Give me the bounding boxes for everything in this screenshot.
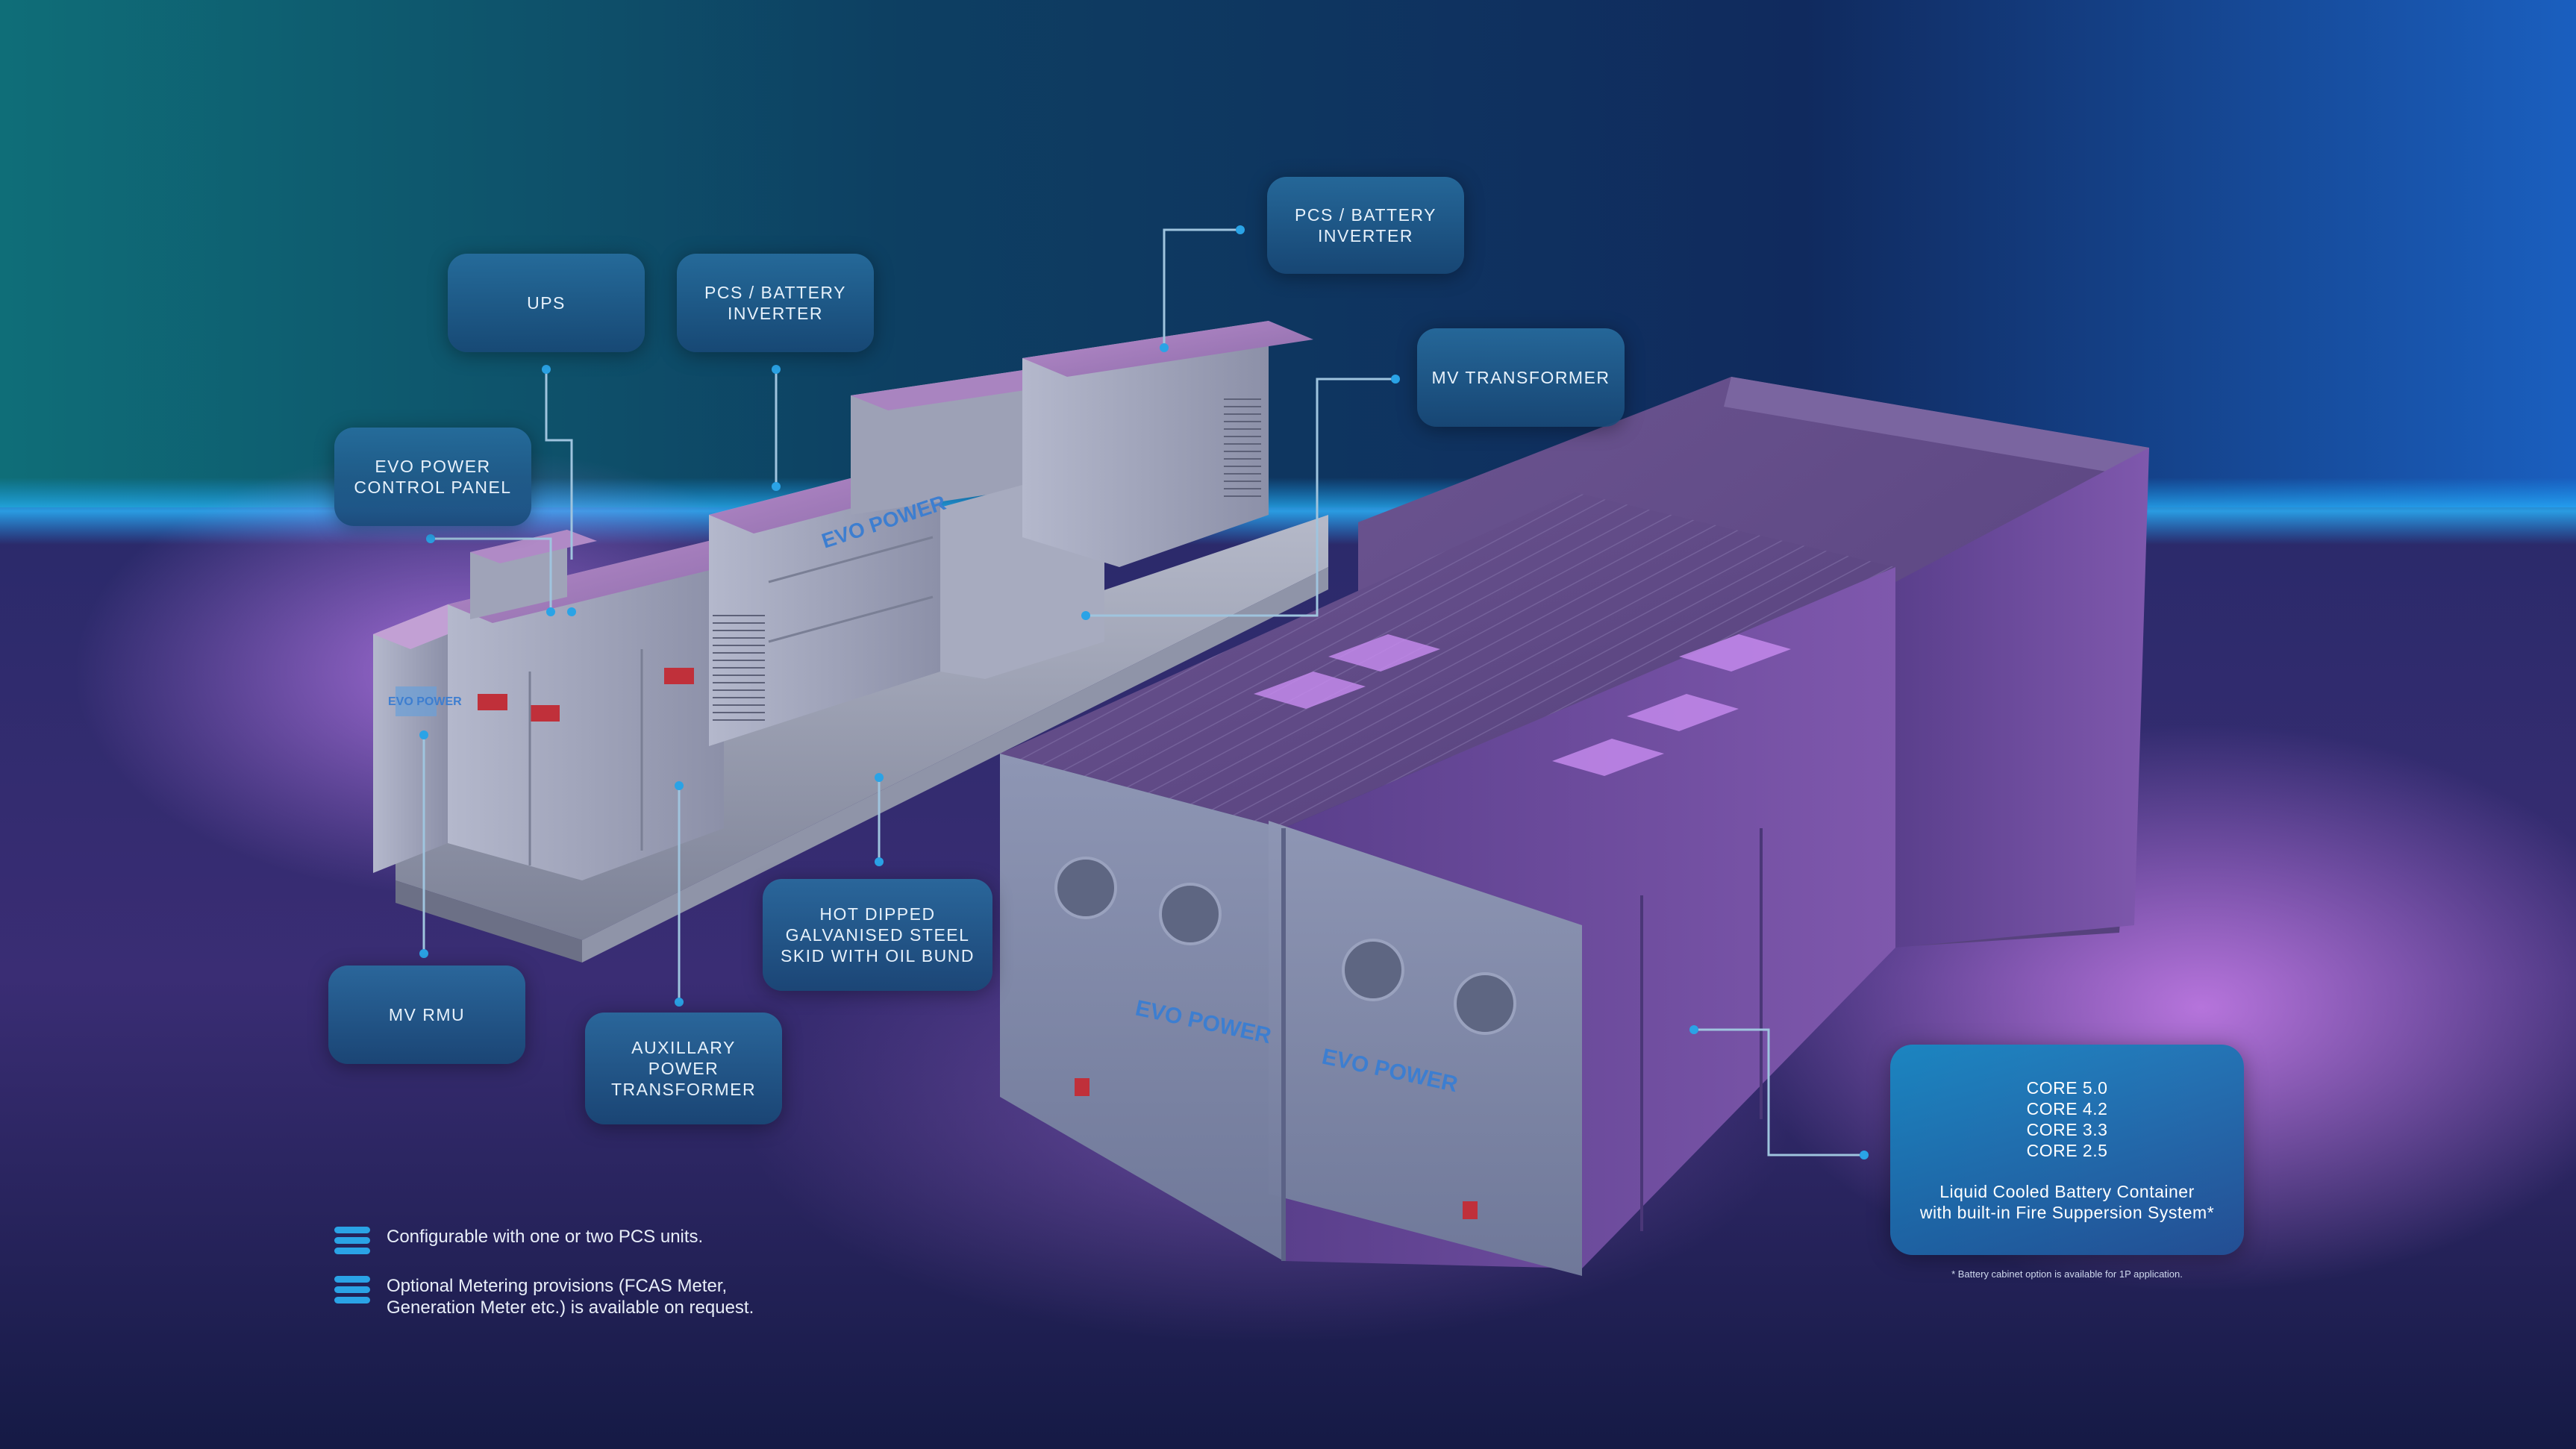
core-footnote: * Battery cabinet option is available fo… bbox=[1951, 1268, 2183, 1280]
callout-auxillary-power-transformer: AUXILLARY POWER TRANSFORMER bbox=[585, 1013, 782, 1124]
core-description: Liquid Cooled Battery Container with bui… bbox=[1919, 1181, 2215, 1222]
core-model-item: CORE 2.5 bbox=[2026, 1140, 2108, 1160]
callout-galvanised-steel-skid: HOT DIPPED GALVANISED STEEL SKID WITH OI… bbox=[763, 879, 992, 991]
callout-mv-rmu: MV RMU bbox=[328, 966, 525, 1064]
stacked-lines-icon bbox=[334, 1276, 370, 1304]
evo-logo-rmu: EVO POWER bbox=[388, 695, 462, 708]
feature-text: Configurable with one or two PCS units. bbox=[387, 1227, 704, 1247]
leader-ups bbox=[545, 369, 573, 560]
stacked-lines-icon bbox=[334, 1227, 370, 1254]
feature-text: Optional Metering provisions (FCAS Meter… bbox=[387, 1276, 754, 1318]
feature-item: Configurable with one or two PCS units. bbox=[333, 1224, 703, 1258]
callout-pcs-battery-inverter-left: PCS / BATTERY INVERTER bbox=[677, 254, 874, 352]
leader-control-panel bbox=[431, 537, 552, 612]
core-model-item: CORE 4.2 bbox=[2026, 1098, 2108, 1118]
callout-ups: UPS bbox=[448, 254, 645, 352]
core-model-item: CORE 5.0 bbox=[2026, 1077, 2108, 1098]
core-model-item: CORE 3.3 bbox=[2026, 1119, 2108, 1139]
battery-container-front bbox=[1000, 492, 1895, 1276]
mv-rmu-cabinet bbox=[373, 604, 485, 873]
control-panel-cabinet bbox=[470, 530, 597, 619]
feature-item: Optional Metering provisions (FCAS Meter… bbox=[333, 1273, 754, 1318]
leader-dots bbox=[419, 225, 1869, 1159]
leader-core bbox=[1694, 1028, 1864, 1157]
leader-mv-transformer bbox=[1086, 378, 1395, 617]
leader-pcs-top bbox=[1163, 228, 1240, 348]
core-model-list: CORE 5.0 CORE 4.2 CORE 3.3 CORE 2.5 bbox=[2027, 1077, 2108, 1161]
pcs-inverter-top bbox=[1022, 321, 1313, 567]
leader-lines bbox=[422, 228, 1864, 1157]
callout-evo-power-control-panel: EVO POWER CONTROL PANEL bbox=[334, 428, 531, 526]
callout-pcs-battery-inverter-top: PCS / BATTERY INVERTER bbox=[1267, 177, 1464, 274]
core-battery-container-box: CORE 5.0 CORE 4.2 CORE 3.3 CORE 2.5 Liqu… bbox=[1890, 1045, 2244, 1255]
callout-mv-transformer: MV TRANSFORMER bbox=[1417, 328, 1625, 427]
